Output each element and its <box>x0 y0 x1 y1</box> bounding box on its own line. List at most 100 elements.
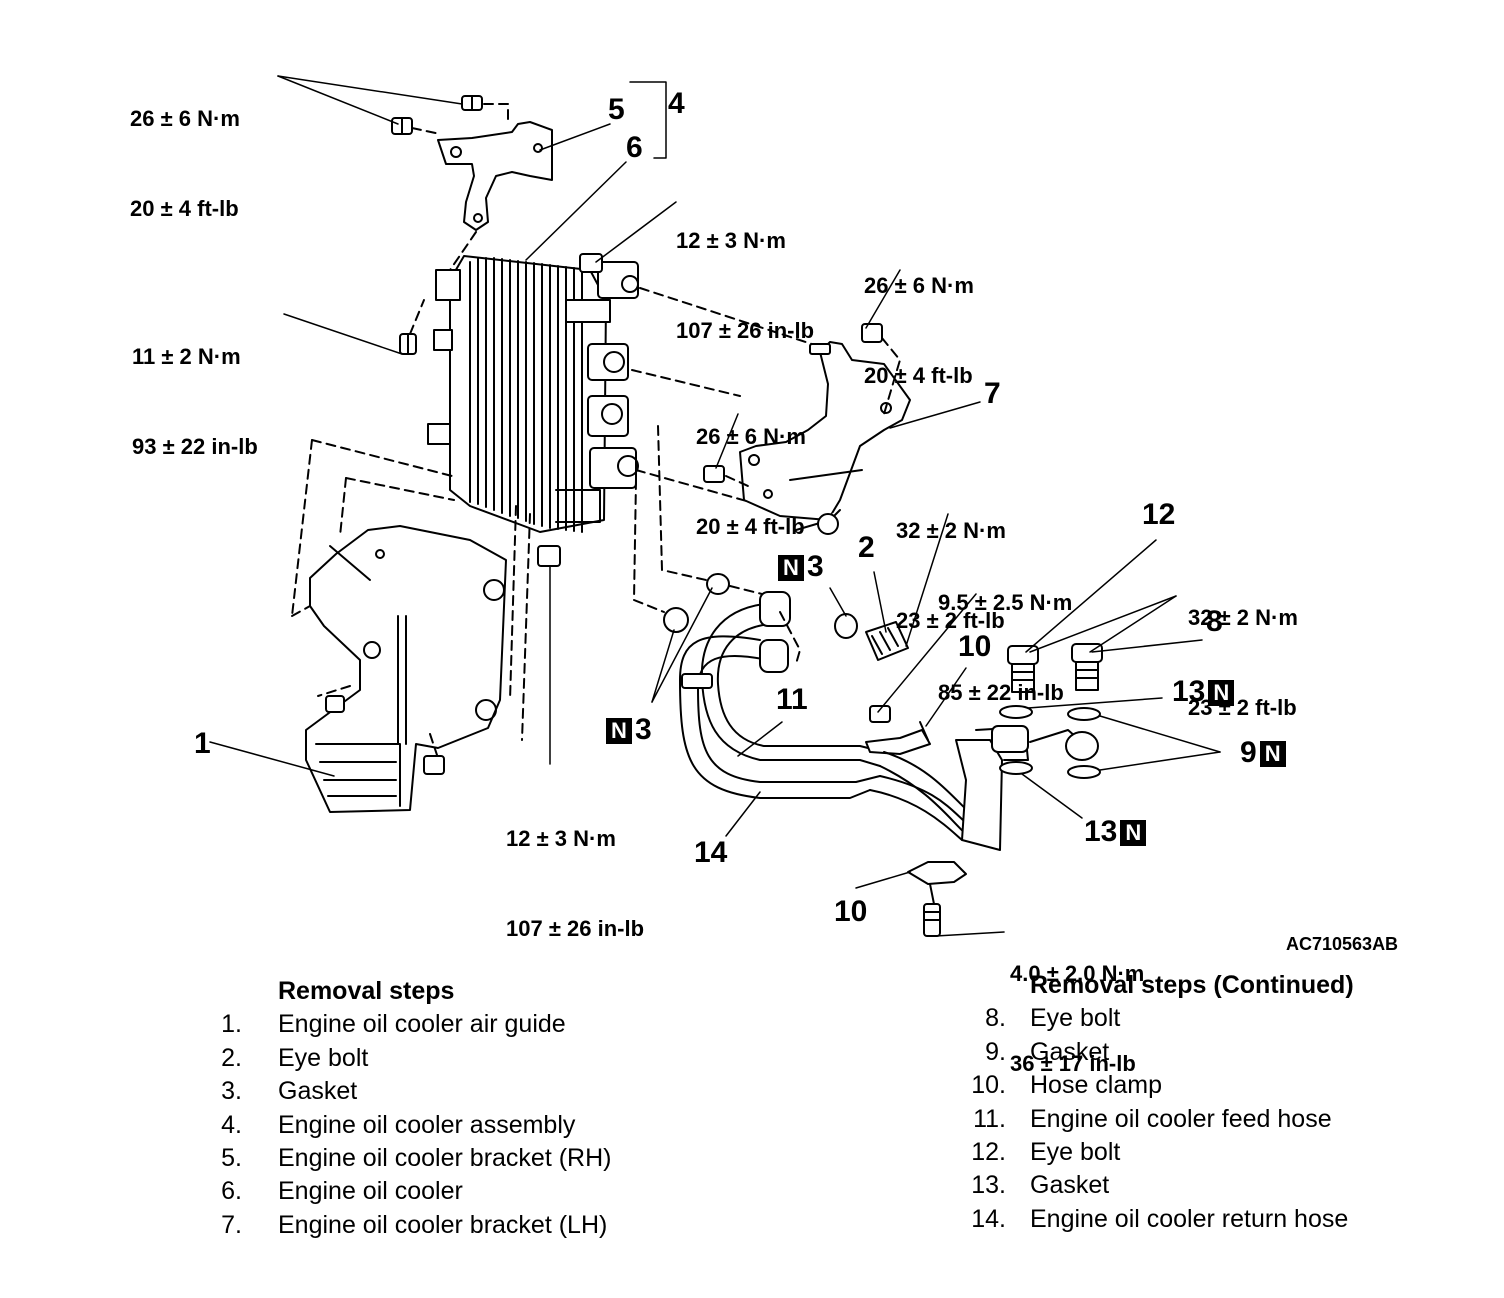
step-label: Gasket <box>278 1077 358 1106</box>
torque-spec-cooler-top-bolt: 12 ± 3 N·m 107 ± 26 in-lb <box>676 166 814 376</box>
list-item: 9. Gasket <box>968 1036 1354 1069</box>
callout-1: 1 <box>194 727 211 760</box>
step-label: Engine oil cooler assembly <box>278 1110 576 1139</box>
torque-nm: 26 ± 6 N·m <box>130 106 240 131</box>
torque-spec-cooler-side-bolt: 11 ± 2 N·m 93 ± 22 in-lb <box>132 282 258 492</box>
step-label: Engine oil cooler feed hose <box>1030 1104 1332 1133</box>
callout-10-lower: 10 <box>834 895 868 928</box>
oil-cooler-bracket-lh <box>739 341 911 521</box>
cooler-bottom-bolt <box>537 545 561 567</box>
oil-cooler-core <box>427 255 639 533</box>
callout-number: 3 <box>635 713 652 746</box>
torque-spec-bracket-lh-lower-bolt: 26 ± 6 N·m 20 ± 4 ft-lb <box>696 362 806 572</box>
list-item: 10.Hose clamp <box>968 1069 1354 1102</box>
torque-nm: 32 ± 2 N·m <box>896 518 1006 543</box>
callout-2: 2 <box>858 531 875 564</box>
gasket-9-lower <box>1067 765 1101 779</box>
list-item: 11. Engine oil cooler feed hose <box>968 1103 1354 1136</box>
step-label: Eye bolt <box>278 1043 369 1072</box>
torque-nm: 26 ± 6 N·m <box>696 424 806 449</box>
removal-steps-title: Removal steps <box>278 977 455 1005</box>
torque-nm: 4.0 ± 2.0 N·m <box>1010 961 1145 986</box>
torque-nm: 26 ± 6 N·m <box>864 273 974 298</box>
step-number: 1. <box>221 1010 242 1039</box>
clamp-bolt-upper <box>869 705 891 723</box>
callout-5: 5 <box>608 93 625 126</box>
torque-imperial: 85 ± 22 in-lb <box>938 680 1064 705</box>
callout-11: 11 <box>776 683 808 716</box>
callout-14: 14 <box>694 836 728 869</box>
step-label: Engine oil cooler bracket (RH) <box>278 1144 612 1173</box>
step-label: Engine oil cooler bracket (LH) <box>278 1210 608 1239</box>
air-guide-bolt-bottom <box>423 755 445 775</box>
torque-imperial: 107 ± 26 in-lb <box>676 318 815 343</box>
callout-6: 6 <box>626 131 643 164</box>
bracket-lh-lower-bolt <box>703 465 749 487</box>
torque-imperial: 20 ± 4 ft-lb <box>130 196 239 221</box>
list-item: 4. Engine oil cooler assembly <box>216 1109 611 1142</box>
removal-steps-continued-title: Removal steps (Continued) <box>1030 971 1354 999</box>
clamp-bolt-lower <box>923 903 941 937</box>
callout-12: 12 <box>1142 498 1176 531</box>
step-number: 5. <box>221 1144 242 1173</box>
step-number: 14. <box>971 1204 1006 1233</box>
torque-nm: 12 ± 3 N·m <box>676 228 786 253</box>
step-number: 9. <box>985 1037 1006 1066</box>
eye-bolt-12 <box>1007 645 1039 693</box>
callout-number: 13 <box>1172 675 1206 708</box>
list-item: 5. Engine oil cooler bracket (RH) <box>216 1142 611 1175</box>
callout-number: 9 <box>1240 736 1257 769</box>
callout-4: 4 <box>668 87 685 120</box>
list-item: 14.Engine oil cooler return hose <box>968 1203 1354 1236</box>
callout-10-upper: 10 <box>958 630 992 663</box>
step-number: 4. <box>221 1110 242 1139</box>
step-label: Engine oil cooler air guide <box>278 1010 566 1039</box>
eye-bolt-8 <box>1071 643 1103 691</box>
bracket-rh-bolt-upper <box>461 95 483 111</box>
gasket-9-upper <box>1067 707 1101 721</box>
step-number: 11. <box>973 1104 1006 1133</box>
torque-imperial: 36 ± 17 in-lb <box>1010 1051 1136 1076</box>
step-label: Gasket <box>1030 1037 1110 1066</box>
torque-spec-eye-bolt-8-12: 32 ± 2 N·m 23 ± 2 ft-lb <box>1188 543 1298 753</box>
gasket-3b <box>663 607 689 633</box>
step-number: 12. <box>971 1138 1006 1167</box>
gasket-3a <box>706 573 730 595</box>
new-part-badge: N <box>1120 820 1147 847</box>
list-item: 8. Eye bolt <box>968 1002 1354 1035</box>
new-part-badge: N <box>778 555 804 582</box>
step-label: Hose clamp <box>1030 1071 1162 1100</box>
removal-steps-list: Removal steps 1. Engine oil cooler air gu… <box>216 975 611 1242</box>
step-number: 6. <box>221 1177 242 1206</box>
torque-spec-bracket-lh-upper-bolt: 26 ± 6 N·m 20 ± 4 ft-lb <box>864 211 974 421</box>
torque-spec-bracket-rh-bolts: 26 ± 6 N·m 20 ± 4 ft-lb <box>130 44 240 254</box>
step-label: Engine oil cooler <box>278 1177 463 1206</box>
new-part-badge: N <box>1259 741 1286 768</box>
new-part-badge: N <box>1208 680 1235 707</box>
bracket-rh-bolt-lower <box>391 117 413 135</box>
air-guide-bolt-left <box>325 695 345 713</box>
step-label: Gasket <box>1030 1171 1110 1200</box>
oil-cooler-exploded-diagram <box>209 75 1221 937</box>
list-item: 12.Eye bolt <box>968 1136 1354 1169</box>
torque-imperial: 93 ± 22 in-lb <box>132 434 258 459</box>
removal-steps-continued-list: Removal steps (Continued) 8. Eye bolt 9. G… <box>968 969 1354 1236</box>
step-label: Eye bolt <box>1030 1004 1121 1033</box>
step-number: 8. <box>985 1004 1006 1033</box>
step-number: 3. <box>221 1077 242 1106</box>
eye-bolt-2 <box>865 621 909 661</box>
hose-clamp-lower <box>907 861 967 905</box>
torque-imperial: 20 ± 4 ft-lb <box>696 514 805 539</box>
torque-imperial: 20 ± 4 ft-lb <box>864 363 973 388</box>
gasket-13-lower <box>999 761 1033 775</box>
torque-spec-cooler-bottom-bolt: 12 ± 3 N·m 107 ± 26 in-lb <box>506 764 644 974</box>
oil-cooler-air-guide <box>305 525 507 813</box>
list-item: 2.Eye bolt <box>216 1042 611 1075</box>
hose-clamp-upper <box>865 721 931 755</box>
torque-spec-clamp-bolt-upper: 9.5 ± 2.5 N·m 85 ± 22 in-lb <box>938 528 1072 738</box>
gasket-13-upper <box>999 705 1033 719</box>
